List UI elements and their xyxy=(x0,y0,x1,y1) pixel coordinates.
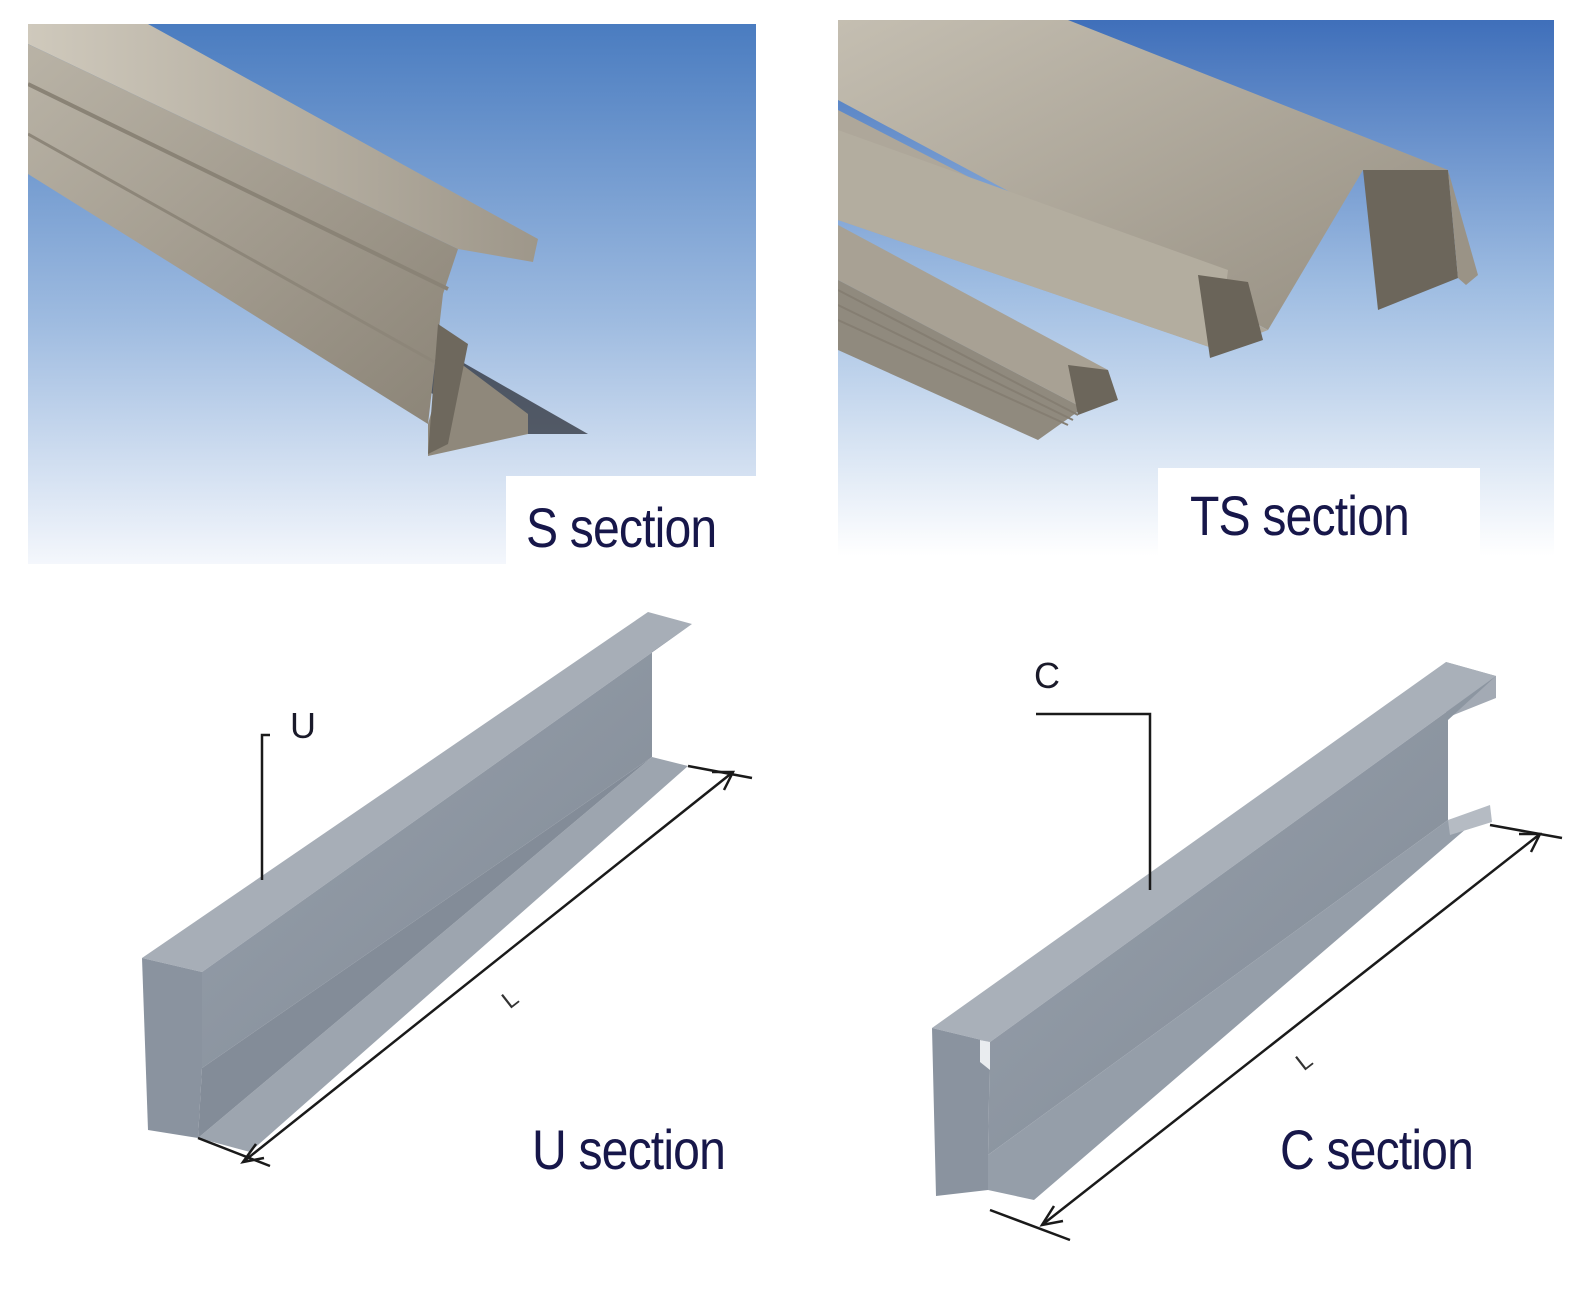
s-section-caption-box xyxy=(506,476,756,564)
u-profile-leader-line xyxy=(260,733,270,880)
u-profile-label: U xyxy=(290,705,316,746)
c-profile-label: C xyxy=(1034,655,1060,696)
u-section-drawing xyxy=(142,612,753,1168)
c-profile-leader-line xyxy=(1036,712,1152,890)
ts-section-caption-box xyxy=(1158,468,1480,556)
s-section-photo xyxy=(28,24,756,564)
c-section-drawing xyxy=(932,662,1563,1242)
u-section-caption: U section xyxy=(532,1118,726,1181)
c-section-panel: C L C section xyxy=(800,600,1592,1292)
c-length-dimension-line xyxy=(1041,833,1541,1226)
s-section-caption: S section xyxy=(526,496,717,559)
ts-section-photo xyxy=(838,20,1554,556)
s-section-panel: S section xyxy=(28,24,756,564)
u-section-panel: U L U section xyxy=(0,600,790,1292)
ts-section-caption: TS section xyxy=(1190,484,1410,547)
u-length-dimension-line xyxy=(242,771,734,1163)
ts-section-panel: TS section xyxy=(838,20,1554,556)
c-section-caption: C section xyxy=(1280,1118,1474,1181)
